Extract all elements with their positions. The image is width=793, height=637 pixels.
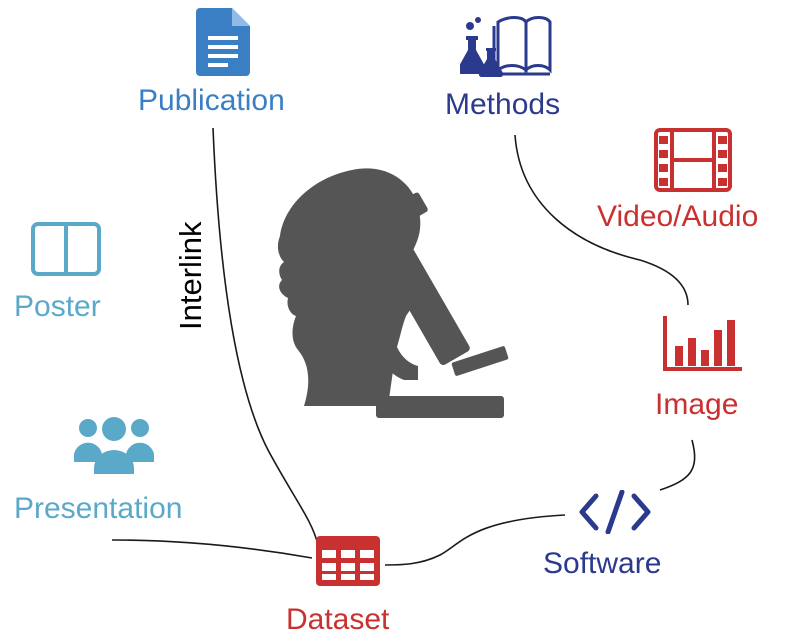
connector-methods-image: [514, 134, 689, 306]
document-icon: [196, 8, 250, 76]
scientist-microscope-icon: [277, 168, 509, 418]
presentation-label: Presentation: [14, 492, 183, 525]
video-audio-label: Video/Audio: [597, 200, 759, 233]
people-group-icon: [74, 417, 154, 474]
connector-presentation-dataset: [111, 539, 313, 559]
software-label: Software: [543, 547, 662, 580]
interlink-label: Interlink: [173, 221, 208, 330]
methods-label: Methods: [445, 88, 561, 121]
publication-label: Publication: [138, 84, 285, 117]
lab-book-icon: [460, 16, 552, 77]
film-strip-icon: [654, 128, 732, 192]
connector-publication-dataset: [212, 127, 319, 546]
poster-icon: [31, 222, 101, 276]
code-icon: [579, 490, 651, 534]
poster-label: Poster: [14, 290, 101, 323]
connector-software-dataset: [384, 514, 566, 566]
table-grid-icon: [316, 536, 380, 586]
connector-image-software: [659, 439, 696, 491]
dataset-label: Dataset: [286, 603, 390, 636]
image-label: Image: [655, 388, 739, 421]
bar-chart-icon: [663, 316, 742, 371]
